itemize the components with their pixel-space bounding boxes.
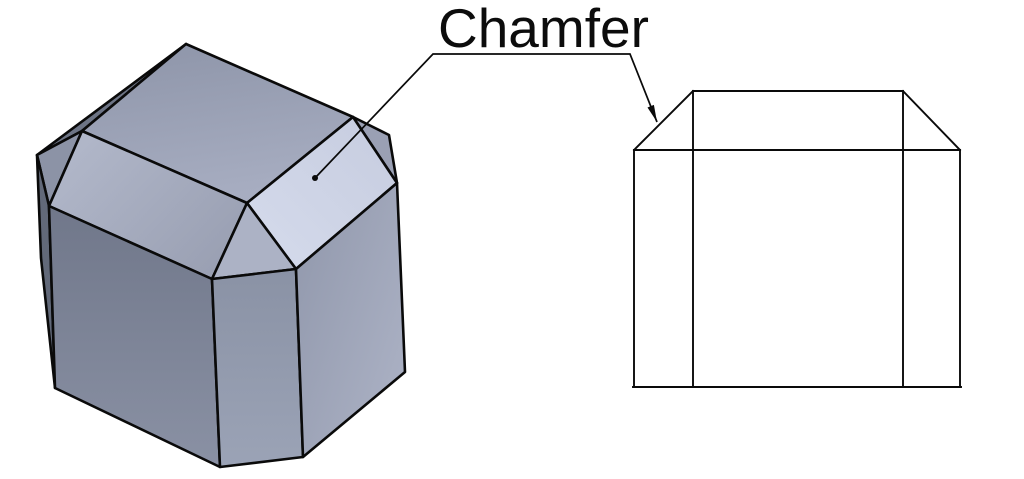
front-vertical-chamfer-face (210, 267, 305, 469)
chamfer-annotation: Chamfer (312, 0, 658, 181)
front-view-left-chamfer-edge (632, 89, 695, 152)
leader-line (314, 53, 658, 179)
leader-dot (312, 175, 318, 181)
isometric-view (35, 42, 407, 469)
front-view (632, 89, 962, 388)
chamfer-label: Chamfer (438, 0, 649, 59)
front-view-right-chamfer-edge (901, 89, 962, 152)
leader-arrowhead-icon (647, 104, 657, 122)
front-right-face (294, 181, 407, 459)
